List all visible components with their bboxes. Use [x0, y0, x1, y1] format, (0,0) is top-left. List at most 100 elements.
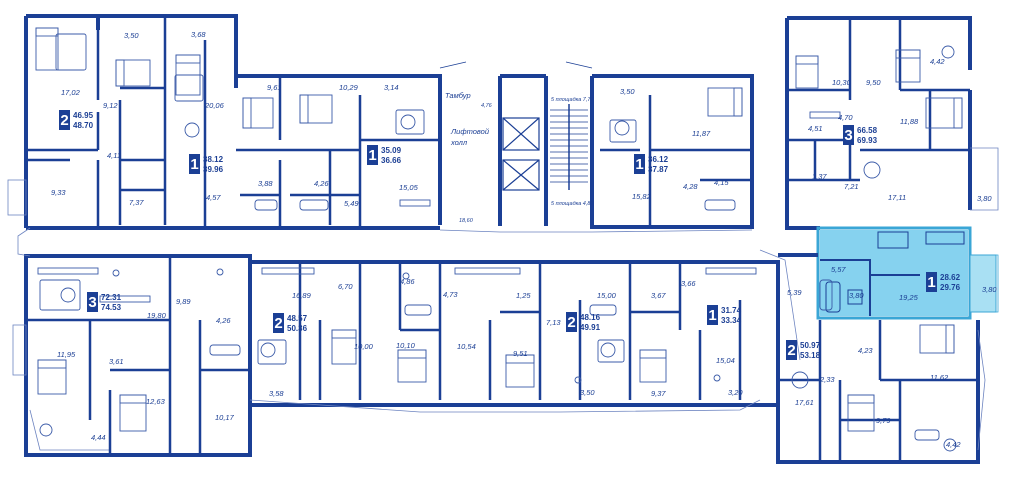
room-area: 7,21 — [844, 182, 859, 191]
tambour-label: Тамбур — [445, 91, 471, 100]
room-area: 9,37 — [651, 389, 666, 398]
highlighted-apartment[interactable] — [820, 230, 997, 316]
rooms-count: 2 — [787, 342, 795, 359]
apartment-badge-i: 2 48.16 49.91 — [566, 312, 601, 332]
apartment-badges[interactable]: 2 46.95 48.70 1 38.12 39.96 1 35.09 36.6… — [59, 110, 961, 360]
room-area: 16,89 — [292, 291, 312, 300]
room-area: 11,87 — [692, 129, 711, 138]
apartment-badge-k: 2 50.97 53.18 — [786, 340, 821, 360]
area-total: 49.91 — [580, 323, 601, 332]
room-area: 10,10 — [396, 341, 416, 350]
room-area: 3,61 — [109, 357, 124, 366]
stair-top-label: 5 площадка 7,77 — [551, 97, 594, 103]
lobby-labels: Тамбур 4,76 Лифтовой холл 18,60 5 площад… — [445, 91, 594, 224]
room-area: 10,54 — [457, 342, 476, 351]
rooms-count: 3 — [88, 294, 96, 311]
room-area: 3,50 — [620, 87, 635, 96]
room-area: 7,13 — [546, 318, 561, 327]
area-living: 72.31 — [101, 293, 122, 302]
room-area: 6,70 — [338, 282, 353, 291]
room-area: 3,80 — [977, 194, 992, 203]
room-area: 17,02 — [61, 88, 81, 97]
area-living: 31.74 — [721, 306, 742, 315]
room-area: 4,51 — [808, 124, 823, 133]
room-area: 4,44 — [91, 433, 106, 442]
room-area: 9,61 — [267, 83, 282, 92]
apartment-badge-e: 3 66.58 69.93 — [843, 125, 878, 145]
rooms-count: 2 — [567, 314, 575, 331]
room-area: 10,00 — [354, 342, 374, 351]
area-living: 46.95 — [73, 111, 94, 120]
area-total: 48.70 — [73, 121, 94, 130]
room-area: 3,80 — [982, 285, 997, 294]
area-living: 48.57 — [287, 314, 308, 323]
room-area: 4,15 — [714, 178, 729, 187]
area-total: 29.76 — [940, 283, 961, 292]
room-area: 4,23 — [858, 346, 873, 355]
room-area: 4,28 — [683, 182, 698, 191]
room-area: 4,57 — [206, 193, 221, 202]
rooms-count: 1 — [635, 156, 643, 173]
room-area: 10,30 — [832, 78, 852, 87]
room-area: 11,88 — [900, 117, 919, 126]
room-area: 3,50 — [580, 388, 595, 397]
room-area: 12,63 — [146, 397, 166, 406]
rooms-count: 2 — [60, 112, 68, 129]
room-area: 4,73 — [443, 290, 458, 299]
room-area: 3,58 — [269, 389, 284, 398]
room-area: 9,79 — [876, 416, 891, 425]
area-total: 53.18 — [800, 351, 821, 360]
rooms-count: 1 — [190, 156, 198, 173]
room-area: 7,37 — [129, 198, 144, 207]
room-area: 10,17 — [215, 413, 235, 422]
rooms-count: 3 — [844, 127, 852, 144]
room-area: 4,42 — [930, 57, 945, 66]
room-area: 9,51 — [513, 349, 528, 358]
interior-walls — [26, 16, 970, 228]
area-living: 38.12 — [203, 155, 224, 164]
room-area: 9,12 — [103, 101, 118, 110]
room-area: 15,00 — [597, 291, 617, 300]
room-area: 5,57 — [831, 265, 846, 274]
rooms-count: 1 — [368, 147, 376, 164]
room-area: 19,80 — [147, 311, 167, 320]
room-area: 4,26 — [216, 316, 231, 325]
staircase — [550, 104, 588, 190]
area-living: 35.09 — [381, 146, 402, 155]
balconies — [7, 147, 999, 451]
room-area: 15,82 — [632, 192, 652, 201]
room-area: 11,95 — [57, 350, 76, 359]
apartment-badge-b: 1 38.12 39.96 — [189, 154, 224, 174]
area-total: 50.36 — [287, 324, 308, 333]
area-total: 36.66 — [381, 156, 402, 165]
room-area: 19,25 — [899, 293, 919, 302]
room-area-labels: 3,50 3,68 17,02 9,12 20,06 4,11 9,33 7,3… — [51, 30, 997, 449]
hall-label-line1: Лифтовой — [450, 127, 490, 136]
stair-bottom-label: 5 площадка 4,83 — [551, 201, 594, 207]
area-living: 36.12 — [648, 155, 669, 164]
room-area: 10,29 — [339, 83, 359, 92]
room-area: 17,11 — [888, 193, 906, 202]
rooms-count: 1 — [708, 307, 716, 324]
area-living: 66.58 — [857, 126, 878, 135]
area-living: 50.97 — [800, 341, 821, 350]
room-area: 3,67 — [651, 291, 666, 300]
room-area: 5,39 — [787, 288, 802, 297]
room-area: 1,37 — [812, 172, 827, 181]
room-area: 9,33 — [51, 188, 66, 197]
area-total: 33.34 — [721, 316, 742, 325]
apartment-badge-j: 1 31.74 33.34 — [707, 305, 742, 325]
room-area: 17,61 — [795, 398, 814, 407]
rooms-count: 2 — [274, 315, 282, 332]
room-area: 3,88 — [258, 179, 273, 188]
interior-walls-lower — [26, 256, 978, 462]
room-area: 3,20 — [728, 388, 743, 397]
room-area: 9,89 — [176, 297, 191, 306]
room-area: 3,66 — [681, 279, 696, 288]
room-area: 4,26 — [314, 179, 329, 188]
room-area: 4,70 — [838, 113, 853, 122]
building-core — [439, 61, 593, 191]
hall-label-line2: холл — [450, 138, 468, 147]
room-area: 3,80 — [849, 291, 864, 300]
